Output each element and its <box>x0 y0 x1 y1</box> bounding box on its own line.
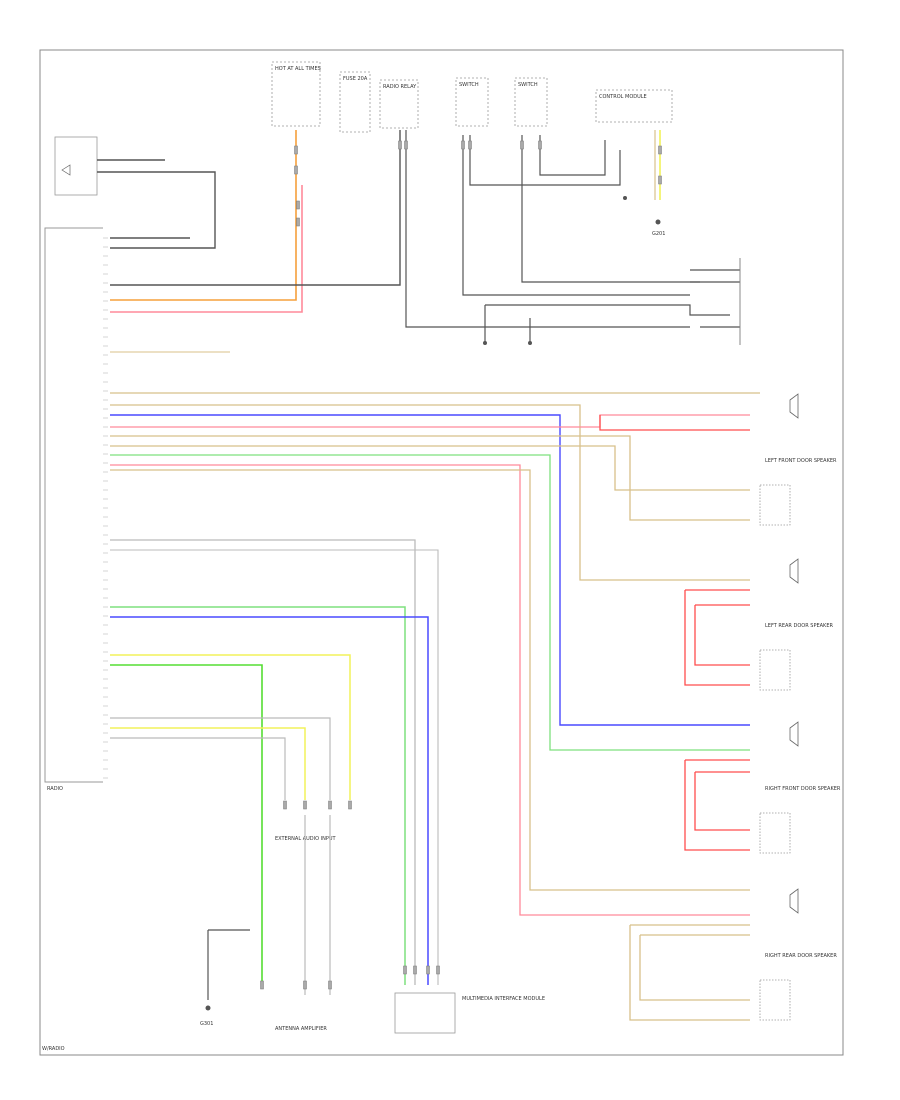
orange-wire <box>110 130 297 301</box>
pink-wire <box>110 414 750 428</box>
black-wire <box>521 135 570 283</box>
green-wire <box>110 664 263 985</box>
speaker-label-rf: RIGHT FRONT DOOR SPEAKER <box>765 786 841 792</box>
black-wire <box>405 130 690 328</box>
pink-wire <box>110 185 303 313</box>
connector <box>520 140 524 150</box>
connector <box>328 800 332 810</box>
black-wire <box>469 135 621 186</box>
antenna-icon <box>61 164 71 176</box>
splice <box>528 341 532 345</box>
ground-symbol <box>655 219 661 225</box>
gray-wire <box>110 539 416 985</box>
pink-wire <box>110 464 750 916</box>
red-wire <box>684 760 750 851</box>
tan-wire <box>110 445 750 491</box>
top-label-fuse-box: HOT AT ALL TIMES <box>275 66 321 72</box>
connector <box>296 217 300 227</box>
top-label-ctrl: CONTROL MODULE <box>599 94 647 100</box>
speaker-module <box>759 979 791 1021</box>
green-wire <box>110 606 406 985</box>
ground-label: G201 <box>652 231 665 237</box>
tan-wire <box>110 435 750 521</box>
gray-wire <box>110 549 439 985</box>
antenna-box <box>54 136 98 196</box>
top-component-st1 <box>455 77 489 127</box>
radio-label: RADIO <box>47 786 63 792</box>
connector <box>461 140 465 150</box>
module-label: MULTIMEDIA INTERFACE MODULE <box>462 996 545 1002</box>
connector <box>658 145 662 155</box>
connector <box>348 800 352 810</box>
connector <box>468 140 472 150</box>
wire <box>97 171 216 249</box>
connector <box>283 800 287 810</box>
top-component-ctrl <box>595 89 673 123</box>
speaker-module <box>759 484 791 526</box>
blue-wire <box>110 414 750 726</box>
speaker-icon <box>789 888 799 914</box>
blue-wire <box>110 616 429 985</box>
splice <box>623 196 627 200</box>
page-ref: W/RADIO <box>42 1046 65 1052</box>
top-label-st2: SWITCH <box>518 82 538 88</box>
red-wire <box>694 772 750 831</box>
speaker-icon <box>789 393 799 419</box>
connector <box>294 165 298 175</box>
speaker-icon <box>789 558 799 584</box>
gray-wire <box>110 717 331 800</box>
red-wire <box>599 415 750 431</box>
amp-label: ANTENNA AMPLIFIER <box>275 1026 327 1032</box>
black-wire <box>539 135 606 176</box>
gray-wire <box>110 737 286 800</box>
connector <box>538 140 542 150</box>
ground-label-2: G301 <box>200 1021 213 1027</box>
tan-wire <box>629 925 750 1021</box>
tan-wire <box>110 469 750 891</box>
black-wire <box>485 304 730 316</box>
connector <box>403 965 407 975</box>
connector <box>328 980 332 990</box>
tan-wire <box>639 935 750 1001</box>
page-frame <box>39 49 844 1056</box>
speaker-module <box>759 812 791 854</box>
top-label-st1: SWITCH <box>459 82 479 88</box>
speaker-label-lf: LEFT FRONT DOOR SPEAKER <box>765 458 837 464</box>
radio-frame <box>44 227 103 783</box>
splice <box>483 341 487 345</box>
connector <box>658 175 662 185</box>
top-label-rel: RADIO RELAY <box>383 84 417 90</box>
red-wire <box>684 590 750 686</box>
connector <box>303 800 307 810</box>
yellow-wire <box>110 727 306 800</box>
connector <box>404 140 408 150</box>
connector <box>398 140 402 150</box>
connector <box>413 965 417 975</box>
top-component-fuse <box>339 71 371 133</box>
top-label-fuse: FUSE 20A <box>343 76 368 82</box>
connector <box>426 965 430 975</box>
yellow-wire <box>110 654 351 800</box>
top-component-st2 <box>514 77 548 127</box>
black-wire <box>110 130 401 286</box>
connector <box>303 980 307 990</box>
tan-wire <box>110 404 750 581</box>
speaker-label-lr: LEFT REAR DOOR SPEAKER <box>765 623 833 629</box>
speaker-label-rr: RIGHT REAR DOOR SPEAKER <box>765 953 837 959</box>
top-component-rel <box>379 79 419 129</box>
connector <box>294 145 298 155</box>
top-component-fuse-box <box>271 61 321 127</box>
connector <box>296 200 300 210</box>
green-wire <box>110 454 750 751</box>
speaker-module <box>759 649 791 691</box>
ground-symbol <box>205 1005 211 1011</box>
multimedia-module <box>394 992 456 1034</box>
black-wire <box>462 135 570 296</box>
speaker-icon <box>789 721 799 747</box>
red-wire <box>694 605 750 666</box>
connector <box>260 980 264 990</box>
connector <box>436 965 440 975</box>
ext-label: EXTERNAL AUDIO INPUT <box>275 836 337 842</box>
